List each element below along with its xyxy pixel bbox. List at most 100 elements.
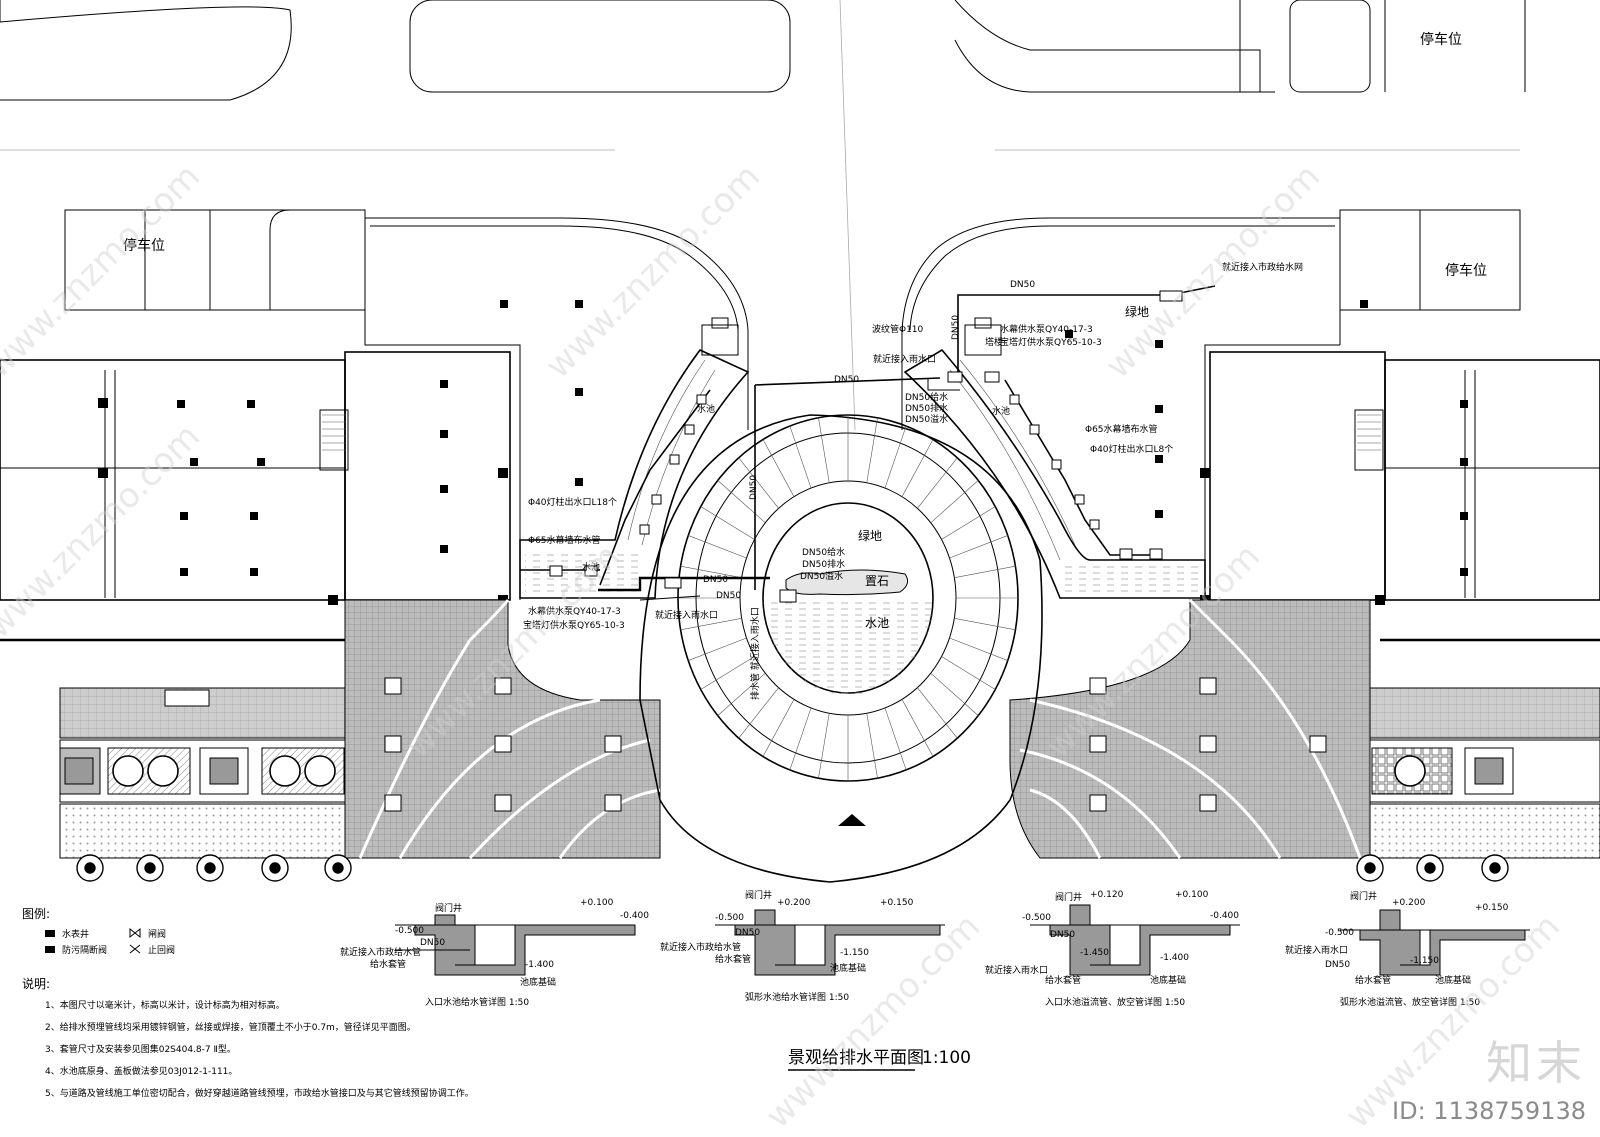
fountain-step-line <box>762 699 795 757</box>
parking-label-top-right: 停车位 <box>1420 31 1462 48</box>
overflow-label-center: DN50溢水 <box>800 570 843 582</box>
parking-label-left: 停车位 <box>123 237 165 254</box>
right-sidewalk <box>1369 687 1600 859</box>
detail-3-dn: DN50 <box>1050 930 1075 940</box>
drawing-title: 景观给排水平面图 1:100 <box>788 1048 971 1071</box>
fountain-step-line <box>930 672 979 716</box>
dn50-label-right: DN50 <box>1010 280 1035 290</box>
right-columns <box>1065 300 1468 605</box>
watermark-brand: 知末 <box>1486 1036 1586 1090</box>
fountain-step-line <box>738 457 779 509</box>
legend-item-gate-valve: 闸阀 <box>148 929 166 940</box>
note-3: 3、套管尺寸及安装参见图集02S404.8-7 Ⅱ型。 <box>45 1043 236 1055</box>
left-building <box>0 209 749 642</box>
left-curved-pool <box>519 317 750 599</box>
watermark-1: www.znzmo.com <box>0 156 208 386</box>
detail-1-l3: 池底基础 <box>520 976 556 988</box>
detail-3-e4: -1.450 <box>1080 948 1109 958</box>
dn50-label-vertical: DN50 <box>749 475 759 500</box>
detail-1-title: 入口水池给水管详图 1:50 <box>425 996 529 1008</box>
left-plaza-paving <box>344 599 661 860</box>
dn50-label-left: DN50 <box>703 575 728 585</box>
detail-3: 阀门井 +0.120 -0.500 +0.100 -1.450 DN50 就近接… <box>985 890 1240 1008</box>
rain-label-right: 就近接入雨水口 <box>873 353 936 365</box>
north-arrow <box>838 814 866 826</box>
detail-3-l3: 池底基础 <box>1150 974 1186 986</box>
detail-4-e1: +0.200 <box>1392 898 1426 908</box>
right-curved-pool <box>903 317 1206 599</box>
water-label-right: 水池 <box>992 405 1010 417</box>
pump2-label-right: 宝塔灯供水泵QY65-10-3 <box>1000 336 1102 348</box>
fountain-step-line <box>688 637 747 661</box>
fountain-step-line <box>954 618 1016 631</box>
rock-label: 置石 <box>865 574 889 588</box>
detail-1: 阀门井 +0.100 -0.500 -0.400 -1.400 DN50 就近接… <box>340 898 649 1008</box>
fountain-step-line <box>884 425 907 489</box>
note-1: 1、本图尺寸以毫米计，标高以米计，设计标高为相对标高。 <box>45 999 285 1011</box>
detail-2: 阀门井 +0.200 -0.500 +0.150 -1.150 DN50 就近接… <box>660 889 945 1003</box>
detail-2-e1: +0.200 <box>777 898 811 908</box>
detail-4-l3: 池底基础 <box>1435 974 1471 986</box>
detail-3-e3: +0.100 <box>1175 890 1209 900</box>
fountain-step-line <box>680 618 742 631</box>
fountain-step-line <box>917 687 958 739</box>
fountain-step-line <box>949 535 1008 559</box>
note-5: 5、与道路及管线施工单位密切配合，做好穿越道路管线预埋，市政给水管接口及与其它管… <box>45 1087 474 1099</box>
dn50-label-left2: DN50 <box>716 591 741 601</box>
detail-3-l2: 给水套管 <box>1045 974 1081 986</box>
fountain-step-line <box>901 699 934 757</box>
detail-3-valve: 阀门井 <box>1055 891 1082 903</box>
notes: 说明: 1、本图尺寸以毫米计，标高以米计，设计标高为相对标高。 2、给排水预埋管… <box>22 976 474 1099</box>
detail-4-title: 弧形水池溢流管、放空管详图 1:50 <box>1340 996 1480 1008</box>
detail-1-e3: -0.400 <box>620 911 649 921</box>
drawing-title-text: 景观给排水平面图 <box>788 1048 924 1068</box>
gate-valve-icon <box>129 927 141 939</box>
check-valve-icon <box>129 944 141 954</box>
pump1-label-right: 水幕供水泵QY40-17-3 <box>1000 323 1093 335</box>
water-meter-well-icon <box>45 930 55 937</box>
fountain-step-line <box>717 480 766 524</box>
backflow-preventer-icon <box>45 946 55 953</box>
detail-2-dn: DN50 <box>735 928 760 938</box>
fountain-step-line <box>789 707 812 771</box>
watermark-2: www.znzmo.com <box>538 156 768 386</box>
fountain-step-line <box>717 672 766 716</box>
drawing-scale: 1:100 <box>922 1048 971 1068</box>
left-wall-label: Φ65水幕墙布水管 <box>528 534 601 546</box>
municipal-label: 就近接入市政给水网 <box>1222 261 1303 273</box>
pump2-label-left: 宝塔灯供水泵QY65-10-3 <box>523 619 625 631</box>
fountain-step-line <box>762 439 795 497</box>
street-trees <box>76 854 1509 882</box>
fountain-step-line <box>930 480 979 524</box>
detail-3-e5: -0.400 <box>1210 911 1239 921</box>
left-lights-label: Φ40灯柱出水口L18个 <box>528 496 617 508</box>
watermark-4: www.znzmo.com <box>0 416 208 646</box>
fountain-step-line <box>884 707 907 771</box>
detail-2-valve: 阀门井 <box>745 889 772 901</box>
watermark-id: ID: 1138759138 <box>1392 1097 1586 1125</box>
dn50-label-top: DN50 <box>834 375 859 385</box>
detail-3-title: 入口水池溢流管、放空管详图 1:50 <box>1045 996 1185 1008</box>
detail-4: 阀门井 +0.200 -0.500 +0.150 -1.150 DN50 就近接… <box>1285 890 1530 1008</box>
fountain-step-line <box>680 565 742 578</box>
legend-title: 图例: <box>22 907 50 921</box>
light-posts <box>639 394 1100 535</box>
detail-2-l2: 给水套管 <box>715 953 751 965</box>
detail-1-e2: -0.500 <box>395 926 424 936</box>
fountain-step-line <box>738 687 779 739</box>
detail-1-e1: +0.100 <box>580 898 614 908</box>
fountain-step-line <box>901 439 934 497</box>
detail-1-valve: 阀门井 <box>435 902 462 914</box>
right-lights-label: Φ40灯柱出水口L8个 <box>1090 443 1173 455</box>
note-4: 4、水池底原身、盖板做法参见03J012-1-111。 <box>45 1065 237 1077</box>
fountain-step-line <box>700 656 755 690</box>
detail-4-valve: 阀门井 <box>1350 890 1377 902</box>
pump1-label-left: 水幕供水泵QY40-17-3 <box>528 605 621 617</box>
dn50-label-vertical2: DN50 <box>951 315 961 340</box>
detail-1-l1: 就近接入市政给水管 <box>340 946 421 958</box>
right-wall-label: Φ65水幕墙布水管 <box>1085 423 1158 435</box>
rain-label-left: 就近接入雨水口 <box>655 609 718 621</box>
detail-2-title: 弧形水池给水管详图 1:50 <box>745 991 849 1003</box>
detail-2-e4: -1.150 <box>840 948 869 958</box>
valves <box>549 290 1183 603</box>
